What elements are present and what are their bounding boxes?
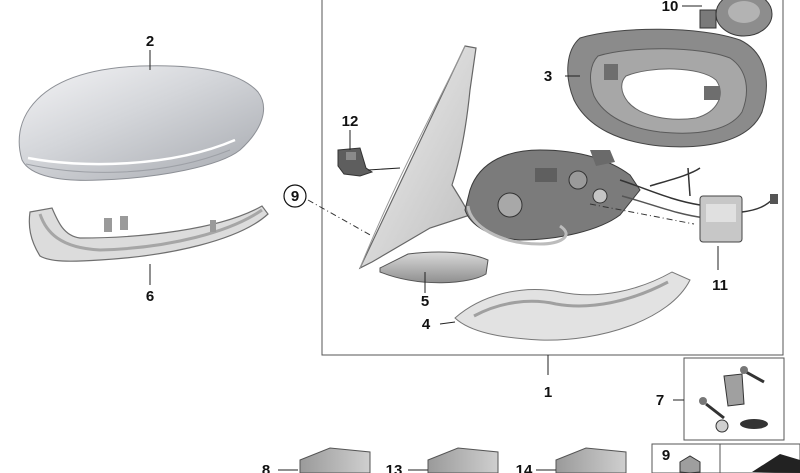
glass-carrier-part bbox=[567, 28, 767, 148]
mirror-cap-part bbox=[18, 65, 265, 181]
nut-inset bbox=[651, 443, 800, 473]
turn-signal-part bbox=[28, 205, 269, 262]
callout-2: 2 bbox=[146, 33, 154, 50]
callout-11: 11 bbox=[712, 277, 728, 294]
callout-4: 4 bbox=[422, 316, 431, 333]
screw-kit-inset bbox=[683, 357, 785, 441]
callout-7: 7 bbox=[656, 392, 664, 409]
callout-3: 3 bbox=[544, 68, 552, 85]
motor-part bbox=[699, 0, 773, 37]
kit-box-13 bbox=[427, 447, 499, 473]
callout-8: 8 bbox=[262, 462, 270, 473]
callout-9-inset: 9 bbox=[662, 447, 670, 464]
bracket-part-12 bbox=[337, 147, 374, 177]
callout-13: 13 bbox=[386, 462, 403, 473]
lower-trim-part bbox=[454, 271, 691, 341]
callout-12: 12 bbox=[342, 113, 359, 130]
callout-14: 14 bbox=[516, 462, 533, 473]
callout-9-circle bbox=[283, 184, 307, 208]
kit-box-8 bbox=[299, 447, 371, 473]
lower-cover-part bbox=[379, 251, 489, 284]
callout-6: 6 bbox=[146, 288, 154, 305]
adjustment-mechanism-part bbox=[464, 149, 706, 246]
callout-5: 5 bbox=[421, 293, 429, 310]
callout-10: 10 bbox=[662, 0, 679, 15]
assembly-frame bbox=[321, 0, 784, 356]
mirror-housing-part bbox=[358, 45, 477, 270]
kit-box-14 bbox=[555, 447, 627, 473]
wiring-harness-part bbox=[649, 167, 778, 243]
callout-1: 1 bbox=[544, 384, 552, 401]
callout-9: 9 bbox=[291, 188, 299, 205]
